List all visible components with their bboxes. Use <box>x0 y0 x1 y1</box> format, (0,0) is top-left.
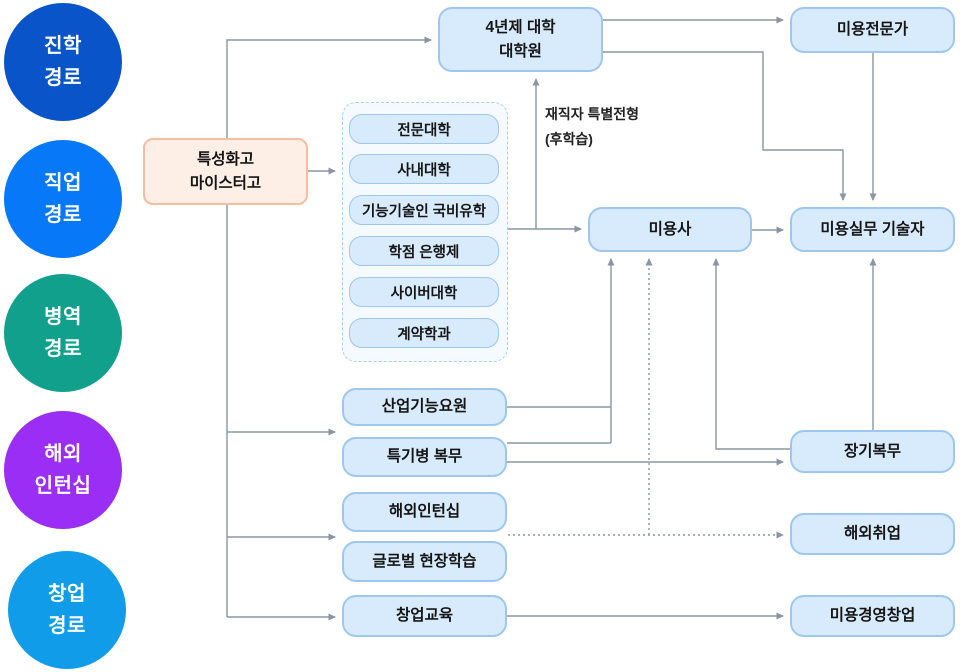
node-specialty-soldier: 특기병 복무 <box>342 437 507 477</box>
conn-root-to-university <box>226 36 432 138</box>
node-university-grad-school: 4년제 대학 대학원 <box>438 7 603 72</box>
circle-advancement-path: 진학 경로 <box>4 3 122 121</box>
node-cyber-university: 사이버대학 <box>349 277 499 307</box>
circle-startup-path: 창업 경로 <box>8 551 126 669</box>
special-admission-annotation: 재직자 특별전형 (후학습) <box>545 106 640 148</box>
conn-longterm-to-beautician <box>712 258 790 450</box>
node-contract-department: 계약학과 <box>349 318 499 348</box>
node-credit-bank: 학점 은행제 <box>349 236 499 266</box>
circle-overseas-internship-path: 해외 인턴십 <box>4 411 122 529</box>
node-industrial-agent: 산업기능요원 <box>342 388 507 426</box>
node-startup-training: 창업교육 <box>342 595 507 637</box>
circle-employment-path: 직업 경로 <box>4 140 122 258</box>
conn-university-to-beauty-technician <box>603 51 847 201</box>
node-beautician: 미용사 <box>588 207 752 252</box>
node-junior-college: 전문대학 <box>349 114 499 144</box>
node-overseas-internship: 해외인턴십 <box>342 492 507 532</box>
node-overseas-employment: 해외취업 <box>790 513 955 555</box>
node-company-college: 사내대학 <box>349 154 499 184</box>
node-beauty-expert: 미용전문가 <box>790 7 955 53</box>
node-beauty-business-startup: 미용경영창업 <box>790 595 955 637</box>
continuing-education-group: 전문대학 사내대학 기능기술인 국비유학 학점 은행제 사이버대학 계약학과 <box>342 102 508 362</box>
node-state-funded-study-abroad: 기능기술인 국비유학 <box>349 195 499 225</box>
node-global-field-learning: 글로벌 현장학습 <box>342 541 507 582</box>
node-specialized-high-school: 특성화고 마이스터고 <box>143 138 308 205</box>
node-longterm-service: 장기복무 <box>790 430 955 473</box>
node-beauty-practice-technician: 미용실무 기술자 <box>790 207 955 252</box>
circle-military-path: 병역 경로 <box>4 274 122 392</box>
